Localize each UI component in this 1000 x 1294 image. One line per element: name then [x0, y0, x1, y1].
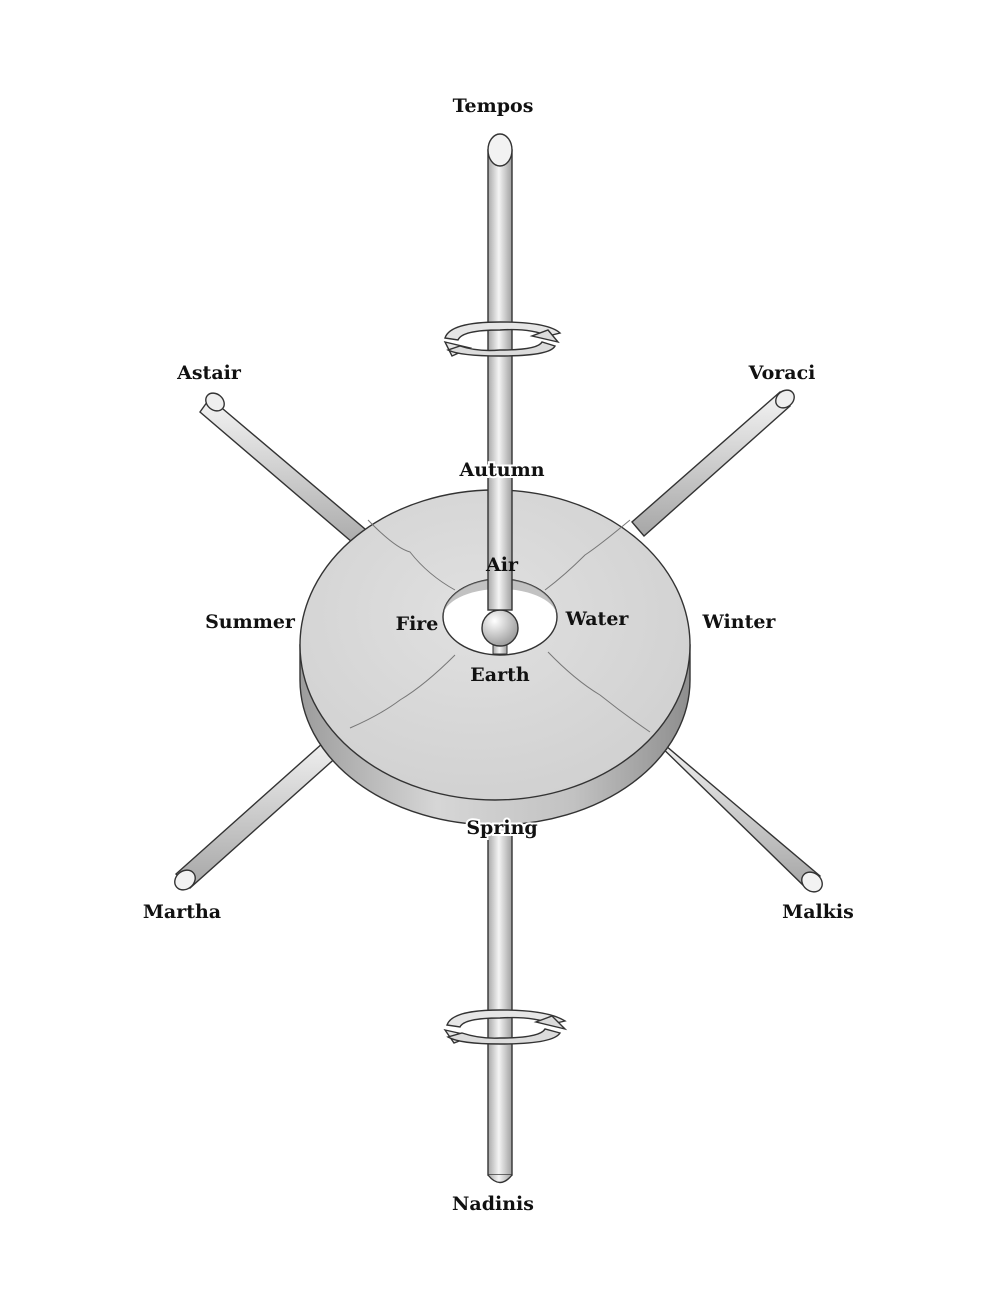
label-season-west: Summer	[205, 611, 296, 633]
rod-upper-right	[631, 389, 795, 537]
label-season-south: Spring	[466, 817, 537, 839]
rod-lower-right	[649, 735, 823, 893]
label-bottom: Nadinis	[452, 1193, 534, 1215]
rod-lower-left	[174, 733, 351, 891]
rod-top	[487, 133, 513, 611]
label-element-north: Air	[485, 554, 519, 576]
label-lower-left: Martha	[143, 901, 221, 923]
rod-upper-left	[199, 392, 379, 555]
label-element-south: Earth	[470, 664, 530, 686]
label-season-east: Winter	[702, 611, 777, 633]
central-disc	[299, 489, 691, 826]
rotation-arrows-icon	[443, 1009, 568, 1045]
label-upper-left: Astair	[176, 362, 242, 384]
label-element-west: Fire	[396, 613, 439, 635]
label-top: Tempos	[453, 95, 534, 117]
label-season-north: Autumn	[458, 459, 544, 481]
label-lower-right: Malkis	[782, 901, 854, 923]
label-element-east: Water	[565, 608, 630, 630]
label-upper-right: Voraci	[748, 362, 816, 384]
rod-bottom	[487, 789, 513, 1184]
rotation-arrows-icon	[443, 321, 562, 357]
